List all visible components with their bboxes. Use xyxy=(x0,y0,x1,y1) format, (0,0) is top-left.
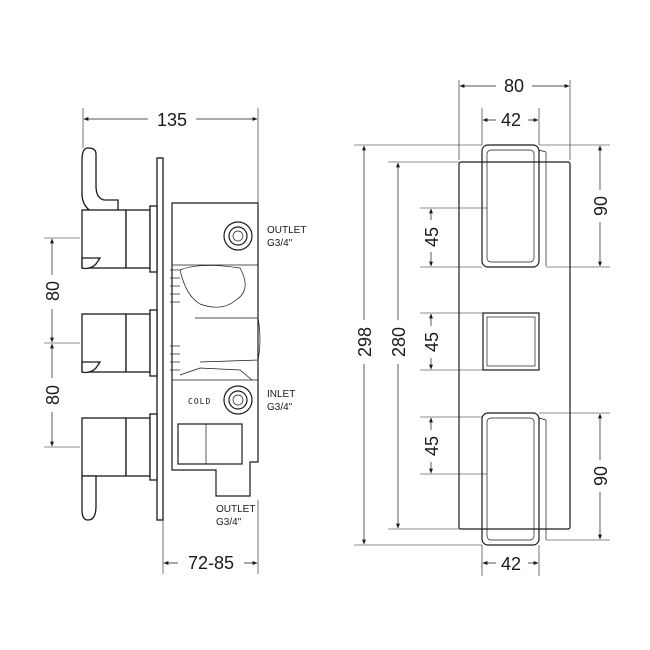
dimension-spacing: 80 80 xyxy=(40,237,80,448)
depth-label: 72-85 xyxy=(188,553,234,573)
outlet-bottom-size: G3/4" xyxy=(216,517,242,528)
ribbing xyxy=(170,269,180,371)
dimension-plate-height: 280 xyxy=(387,161,459,530)
plate-height-label: 280 xyxy=(389,327,409,357)
dimension-top-handle-center: 45 xyxy=(420,207,487,268)
inlet-port xyxy=(223,385,253,415)
outlet-top-size: G3/4" xyxy=(267,238,293,249)
bottom-handle-height-label: 90 xyxy=(591,466,611,486)
dimension-total-height: 298 xyxy=(353,144,482,546)
middle-knob-label: 45 xyxy=(422,332,442,352)
top-handle-center-label: 45 xyxy=(422,227,442,247)
front-view: 80 42 42 298 xyxy=(353,72,611,576)
outlet-top-port xyxy=(223,221,253,251)
dimension-plate-width: 80 xyxy=(458,72,571,160)
dimension-top-handle-height: 90 xyxy=(539,144,611,268)
dimension-overall-width: 135 xyxy=(82,105,259,205)
bottom-lever-handle xyxy=(81,413,158,521)
valve-body xyxy=(171,202,259,497)
side-view: 135 xyxy=(40,105,306,574)
faceplate xyxy=(458,161,571,530)
mounting-plate xyxy=(156,157,164,521)
outlet-top-label: OUTLET xyxy=(267,225,306,236)
dimension-depth: 72-85 xyxy=(162,500,259,574)
outlet-bottom-label: OUTLET xyxy=(216,504,255,515)
total-height-label: 298 xyxy=(355,327,375,357)
front-top-lever xyxy=(481,144,547,268)
dimension-lever-width-top: 42 xyxy=(481,106,540,145)
bottom-handle-center-label: 45 xyxy=(422,436,442,456)
inlet-label: INLET xyxy=(267,389,295,400)
dimension-middle-knob: 45 xyxy=(420,312,483,371)
front-bottom-lever xyxy=(481,412,547,546)
front-middle-knob xyxy=(482,312,540,371)
top-handle-height-label: 90 xyxy=(591,196,611,216)
overall-width-label: 135 xyxy=(157,110,187,130)
inlet-size: G3/4" xyxy=(267,402,293,413)
dimension-bottom-handle-height: 90 xyxy=(539,412,611,541)
diverter-block xyxy=(177,423,243,465)
plate-width-label: 80 xyxy=(504,76,524,96)
top-lever-handle xyxy=(81,147,158,273)
lever-width-top-label: 42 xyxy=(501,110,521,130)
cold-marking: COLD xyxy=(188,397,211,406)
middle-knob xyxy=(81,309,158,377)
dimension-bottom-handle-center: 45 xyxy=(420,416,487,475)
dimension-lever-width-bottom: 42 xyxy=(481,545,540,576)
spacing-upper-label: 80 xyxy=(43,281,63,301)
lever-width-bottom-label: 42 xyxy=(501,554,521,574)
spacing-lower-label: 80 xyxy=(43,385,63,405)
